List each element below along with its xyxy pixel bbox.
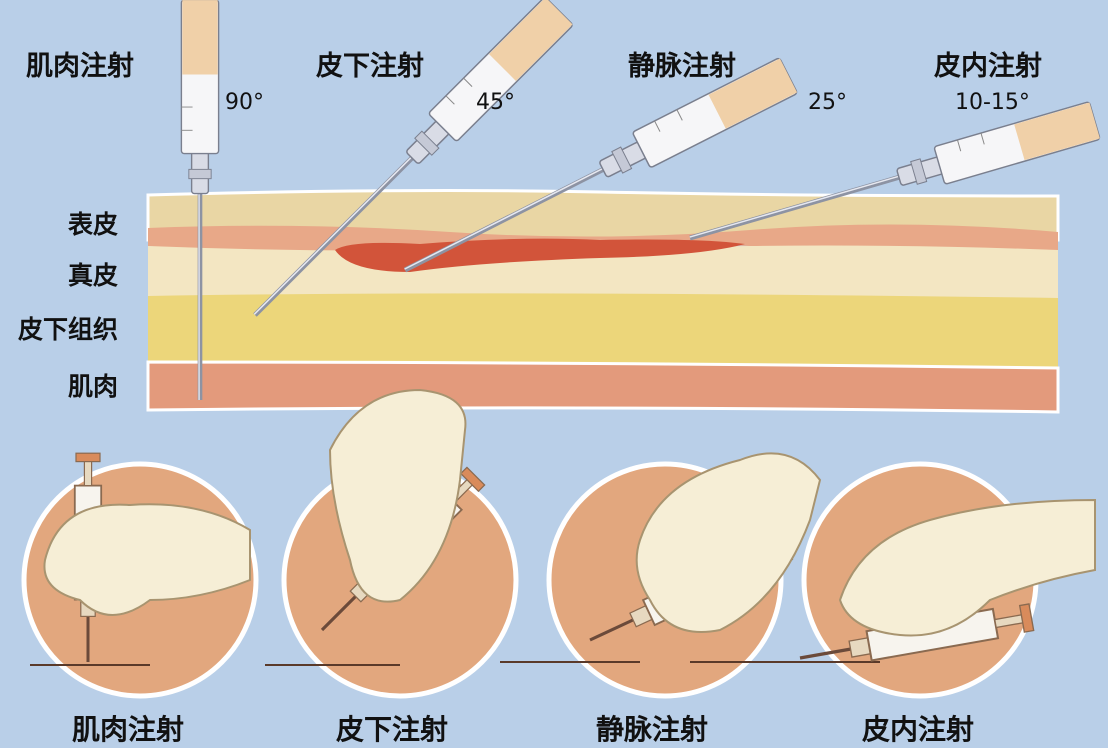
title-subcutaneous: 皮下注射 [316, 51, 424, 82]
vein [335, 238, 745, 272]
layer-label-subcutaneous: 皮下组织 [17, 315, 118, 344]
layer-label-muscle: 肌肉 [67, 372, 118, 401]
illustration-subcutaneous [265, 388, 519, 699]
bottom-label-intradermal: 皮内注射 [861, 713, 975, 746]
muscle-layer [146, 360, 1060, 414]
angle-intravenous: 25° [808, 90, 847, 115]
illustration-intravenous [500, 452, 822, 699]
bottom-label-intravenous: 静脉注射 [595, 713, 709, 746]
angle-intramuscular: 90° [225, 90, 264, 115]
bottom-label-intramuscular: 肌肉注射 [71, 713, 185, 746]
layer-label-epidermis: 表皮 [67, 210, 118, 239]
skin-cross-section [146, 189, 1060, 414]
layer-label-dermis: 真皮 [67, 261, 118, 290]
illustration-intramuscular [21, 451, 259, 699]
subcutaneous-layer [148, 293, 1058, 368]
illustration-intradermal [690, 461, 1096, 699]
title-intradermal: 皮内注射 [934, 51, 1042, 82]
angle-subcutaneous: 45° [476, 90, 515, 115]
bottom-label-subcutaneous: 皮下注射 [335, 713, 449, 746]
angle-intradermal: 10-15° [955, 90, 1030, 115]
title-intravenous: 静脉注射 [628, 51, 736, 82]
title-intramuscular: 肌肉注射 [26, 51, 134, 82]
